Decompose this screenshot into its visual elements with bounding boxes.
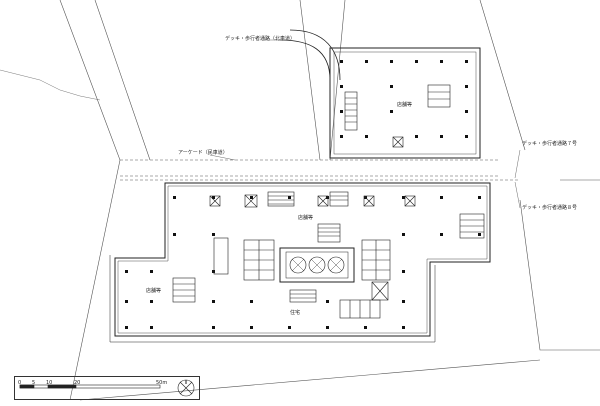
stair-north-right [427, 84, 451, 108]
main-building-outline [114, 182, 491, 337]
atrium-core [279, 247, 355, 283]
scale-tick-50m: 50m [156, 380, 168, 386]
escalator-bottom [289, 289, 317, 303]
escalator-top-left [267, 191, 295, 207]
label-deck-right-2: デッキ・歩行者通路８号 [522, 205, 578, 211]
label-deck-top: デッキ・歩行者通路（北車道） [225, 36, 296, 42]
label-housing: 住宅 [290, 310, 301, 316]
escalator-top-right [329, 191, 349, 207]
scale-bar [19, 384, 161, 389]
curved-ramp [279, 29, 341, 150]
scale-tick-20: 20 [74, 380, 81, 386]
contour-line [0, 69, 101, 101]
stair-center [317, 223, 341, 243]
shaft-x [392, 136, 404, 148]
label-arcade: アーケード（民車道） [178, 150, 228, 156]
scale-tick-10: 10 [46, 380, 53, 386]
north-arrow-icon [177, 379, 195, 397]
legend-frame [14, 376, 200, 400]
stair-north-left [344, 91, 358, 131]
label-shop-main: 店舗等 [298, 215, 314, 221]
scale-tick-5: 5 [32, 380, 36, 386]
scale-tick-0: 0 [18, 380, 22, 386]
label-shop-north: 店舗等 [397, 102, 413, 108]
label-deck-right-1: デッキ・歩行者通路７号 [522, 141, 578, 147]
atrium-dome-1 [289, 256, 307, 274]
arcade-band [120, 159, 520, 181]
atrium-dome-3 [327, 256, 345, 274]
atrium-dome-2 [308, 256, 326, 274]
label-shop-left: 店舗等 [146, 288, 162, 294]
